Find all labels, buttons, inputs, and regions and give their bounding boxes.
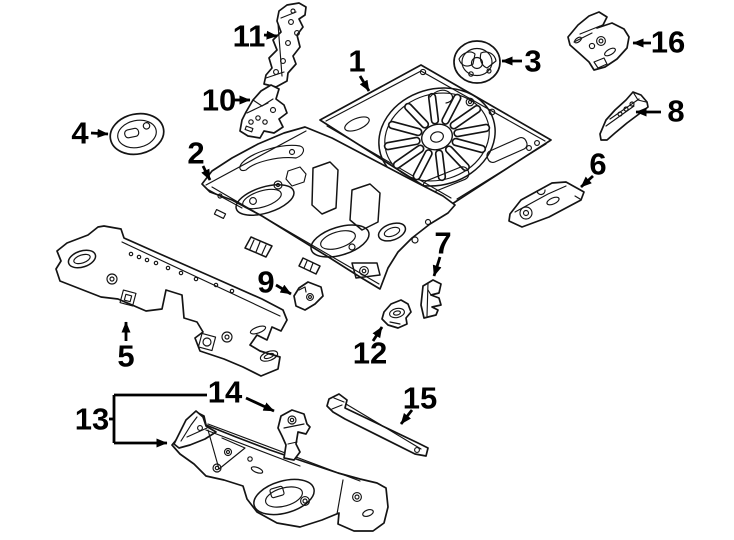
part-14-mount-bracket: [277, 409, 311, 461]
callout-6[interactable]: 6: [580, 147, 607, 189]
spoke-line: [454, 125, 489, 136]
part-9-plate: [293, 281, 324, 311]
part-12-bracket: [381, 299, 412, 329]
spoke-line: [385, 138, 420, 149]
callout-label-5[interactable]: 5: [117, 339, 134, 374]
spoke-line: [451, 106, 480, 128]
callout-1[interactable]: 1: [348, 44, 371, 92]
callout-3[interactable]: 3: [501, 44, 542, 79]
spoke-line: [414, 150, 432, 179]
part-7-bracket: [420, 279, 442, 319]
callout-label-3[interactable]: 3: [524, 44, 541, 79]
part-2-mid-floor-pan: [201, 126, 456, 290]
spoke-line: [446, 147, 469, 170]
callout-5[interactable]: 5: [117, 321, 135, 374]
callout-label-2[interactable]: 2: [187, 136, 204, 171]
callout-label-4[interactable]: 4: [71, 116, 89, 151]
callout-label-10[interactable]: 10: [202, 83, 236, 118]
spoke-line: [394, 146, 423, 168]
spoke-line: [389, 122, 421, 135]
spoke-line: [436, 151, 445, 180]
callout-4[interactable]: 4: [71, 116, 109, 151]
callout-7[interactable]: 7: [432, 226, 452, 277]
part-6-bracket-plate: [508, 181, 585, 228]
callout-label-14[interactable]: 14: [208, 375, 243, 410]
leader-arrow-6: [580, 174, 594, 189]
callout-13[interactable]: 13: [75, 393, 207, 448]
callout-label-6[interactable]: 6: [589, 147, 606, 182]
callout-9[interactable]: 9: [257, 265, 292, 300]
callout-16[interactable]: 16: [632, 25, 685, 60]
spoke-line: [405, 104, 428, 127]
callout-label-8[interactable]: 8: [667, 94, 684, 129]
callout-12[interactable]: 12: [353, 326, 387, 371]
spoke-line: [429, 94, 438, 123]
leader-arrow-14: [245, 396, 275, 413]
part-8-bracket: [599, 91, 649, 141]
leader-arrow-7: [432, 256, 442, 277]
part-10-bracket: [239, 84, 288, 139]
leader-arrow-9: [275, 283, 292, 296]
callout-label-9[interactable]: 9: [257, 265, 274, 300]
callout-15[interactable]: 15: [399, 381, 437, 425]
part-11-reinforcement: [263, 2, 307, 88]
leader-arrow-15: [399, 409, 414, 425]
callout-10[interactable]: 10: [202, 83, 251, 118]
part-13-lower-crossmember: [171, 410, 389, 532]
callout-label-7[interactable]: 7: [434, 226, 451, 261]
callout-label-16[interactable]: 16: [651, 25, 685, 60]
callout-11[interactable]: 11: [233, 19, 278, 54]
callout-label-1[interactable]: 1: [348, 44, 365, 79]
callout-8[interactable]: 8: [635, 94, 685, 129]
callout-label-13[interactable]: 13: [75, 402, 109, 437]
part-16-bracket: [567, 11, 630, 71]
spoke-line: [442, 95, 460, 124]
part-15-rail: [326, 393, 429, 457]
leader-arrow-4: [90, 128, 109, 138]
leader-arrow-2: [201, 165, 212, 181]
spare-well-spokes: [383, 92, 491, 182]
callout-2[interactable]: 2: [187, 136, 212, 181]
callout-14[interactable]: 14: [208, 375, 275, 413]
callout-label-12[interactable]: 12: [353, 336, 387, 371]
leader-arrow-11: [263, 30, 278, 40]
leader-arrow-1: [358, 75, 371, 92]
callout-label-11[interactable]: 11: [233, 19, 266, 54]
leader-arrow-12: [371, 326, 384, 342]
part-5-crossmember: [55, 225, 288, 377]
callout-label-15[interactable]: 15: [403, 381, 437, 416]
part-3-hold-down-disc: [453, 40, 501, 84]
spoke-line: [453, 139, 485, 152]
part-1-rear-floor-pan: [319, 64, 552, 205]
part-4-grommet: [109, 112, 165, 156]
